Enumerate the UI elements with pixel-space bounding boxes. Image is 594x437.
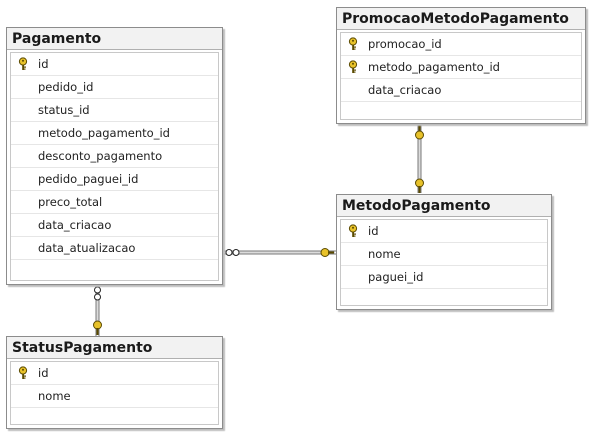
- column-name: id: [38, 57, 49, 71]
- column-name: desconto_pagamento: [38, 149, 163, 163]
- key-end-icon-top: [415, 125, 424, 140]
- many-end-icon: [225, 249, 240, 256]
- empty-row: [11, 408, 218, 430]
- column-name: data_atualizacao: [38, 241, 136, 255]
- table-pagamento[interactable]: Pagamento id pedido_id status_id metodo_pag…: [6, 27, 223, 285]
- column-row[interactable]: data_atualizacao: [11, 237, 218, 260]
- column-row[interactable]: id: [11, 53, 218, 76]
- key-end-icon-bottom: [415, 178, 424, 193]
- column-name: id: [368, 224, 379, 238]
- column-row[interactable]: nome: [341, 243, 547, 266]
- column-name: data_criacao: [368, 83, 442, 97]
- column-row[interactable]: data_criacao: [11, 214, 218, 237]
- column-name: pedido_paguei_id: [38, 172, 139, 186]
- column-name: nome: [38, 389, 71, 403]
- column-list: id nome: [10, 361, 219, 425]
- column-row[interactable]: preco_total: [11, 191, 218, 214]
- column-row[interactable]: pedido_id: [11, 76, 218, 99]
- column-row[interactable]: id: [341, 220, 547, 243]
- column-name: paguei_id: [368, 270, 424, 284]
- table-title: Pagamento: [7, 28, 222, 50]
- one-end-key-icon: [93, 320, 102, 335]
- column-name: id: [38, 366, 49, 380]
- table-title: PromocaoMetodoPagamento: [337, 8, 585, 30]
- column-row[interactable]: data_criacao: [341, 79, 581, 102]
- column-list: id nome paguei_id: [340, 219, 548, 306]
- column-row[interactable]: paguei_id: [341, 266, 547, 289]
- column-row[interactable]: nome: [11, 385, 218, 408]
- column-name: metodo_pagamento_id: [38, 126, 170, 140]
- column-name: data_criacao: [38, 218, 112, 232]
- table-status-pagamento[interactable]: StatusPagamento id nome: [6, 336, 223, 429]
- many-end-icon: [94, 286, 101, 301]
- column-row[interactable]: id: [11, 362, 218, 385]
- column-row[interactable]: status_id: [11, 99, 218, 122]
- empty-row: [341, 102, 581, 124]
- column-row[interactable]: metodo_pagamento_id: [341, 56, 581, 79]
- column-row[interactable]: desconto_pagamento: [11, 145, 218, 168]
- column-name: pedido_id: [38, 80, 94, 94]
- column-name: preco_total: [38, 195, 103, 209]
- relationship-pagamento-statuspagamento[interactable]: [93, 285, 102, 336]
- column-name: metodo_pagamento_id: [368, 60, 500, 74]
- table-title: MetodoPagamento: [337, 195, 551, 217]
- relationship-pagamento-metodopagamento[interactable]: [222, 248, 336, 257]
- column-name: nome: [368, 247, 401, 261]
- empty-row: [341, 289, 547, 311]
- column-row[interactable]: pedido_paguei_id: [11, 168, 218, 191]
- table-metodo-pagamento[interactable]: MetodoPagamento id nome paguei_id: [336, 194, 552, 310]
- empty-row: [11, 260, 218, 282]
- column-row[interactable]: promocao_id: [341, 33, 581, 56]
- column-list: promocao_id metodo_pagamento_id data_criac…: [340, 32, 582, 120]
- one-end-key-icon: [320, 248, 334, 257]
- table-title: StatusPagamento: [7, 337, 222, 359]
- column-name: status_id: [38, 103, 90, 117]
- column-row[interactable]: metodo_pagamento_id: [11, 122, 218, 145]
- column-name: promocao_id: [368, 37, 442, 51]
- relationship-promocao-metodopagamento[interactable]: [415, 124, 424, 193]
